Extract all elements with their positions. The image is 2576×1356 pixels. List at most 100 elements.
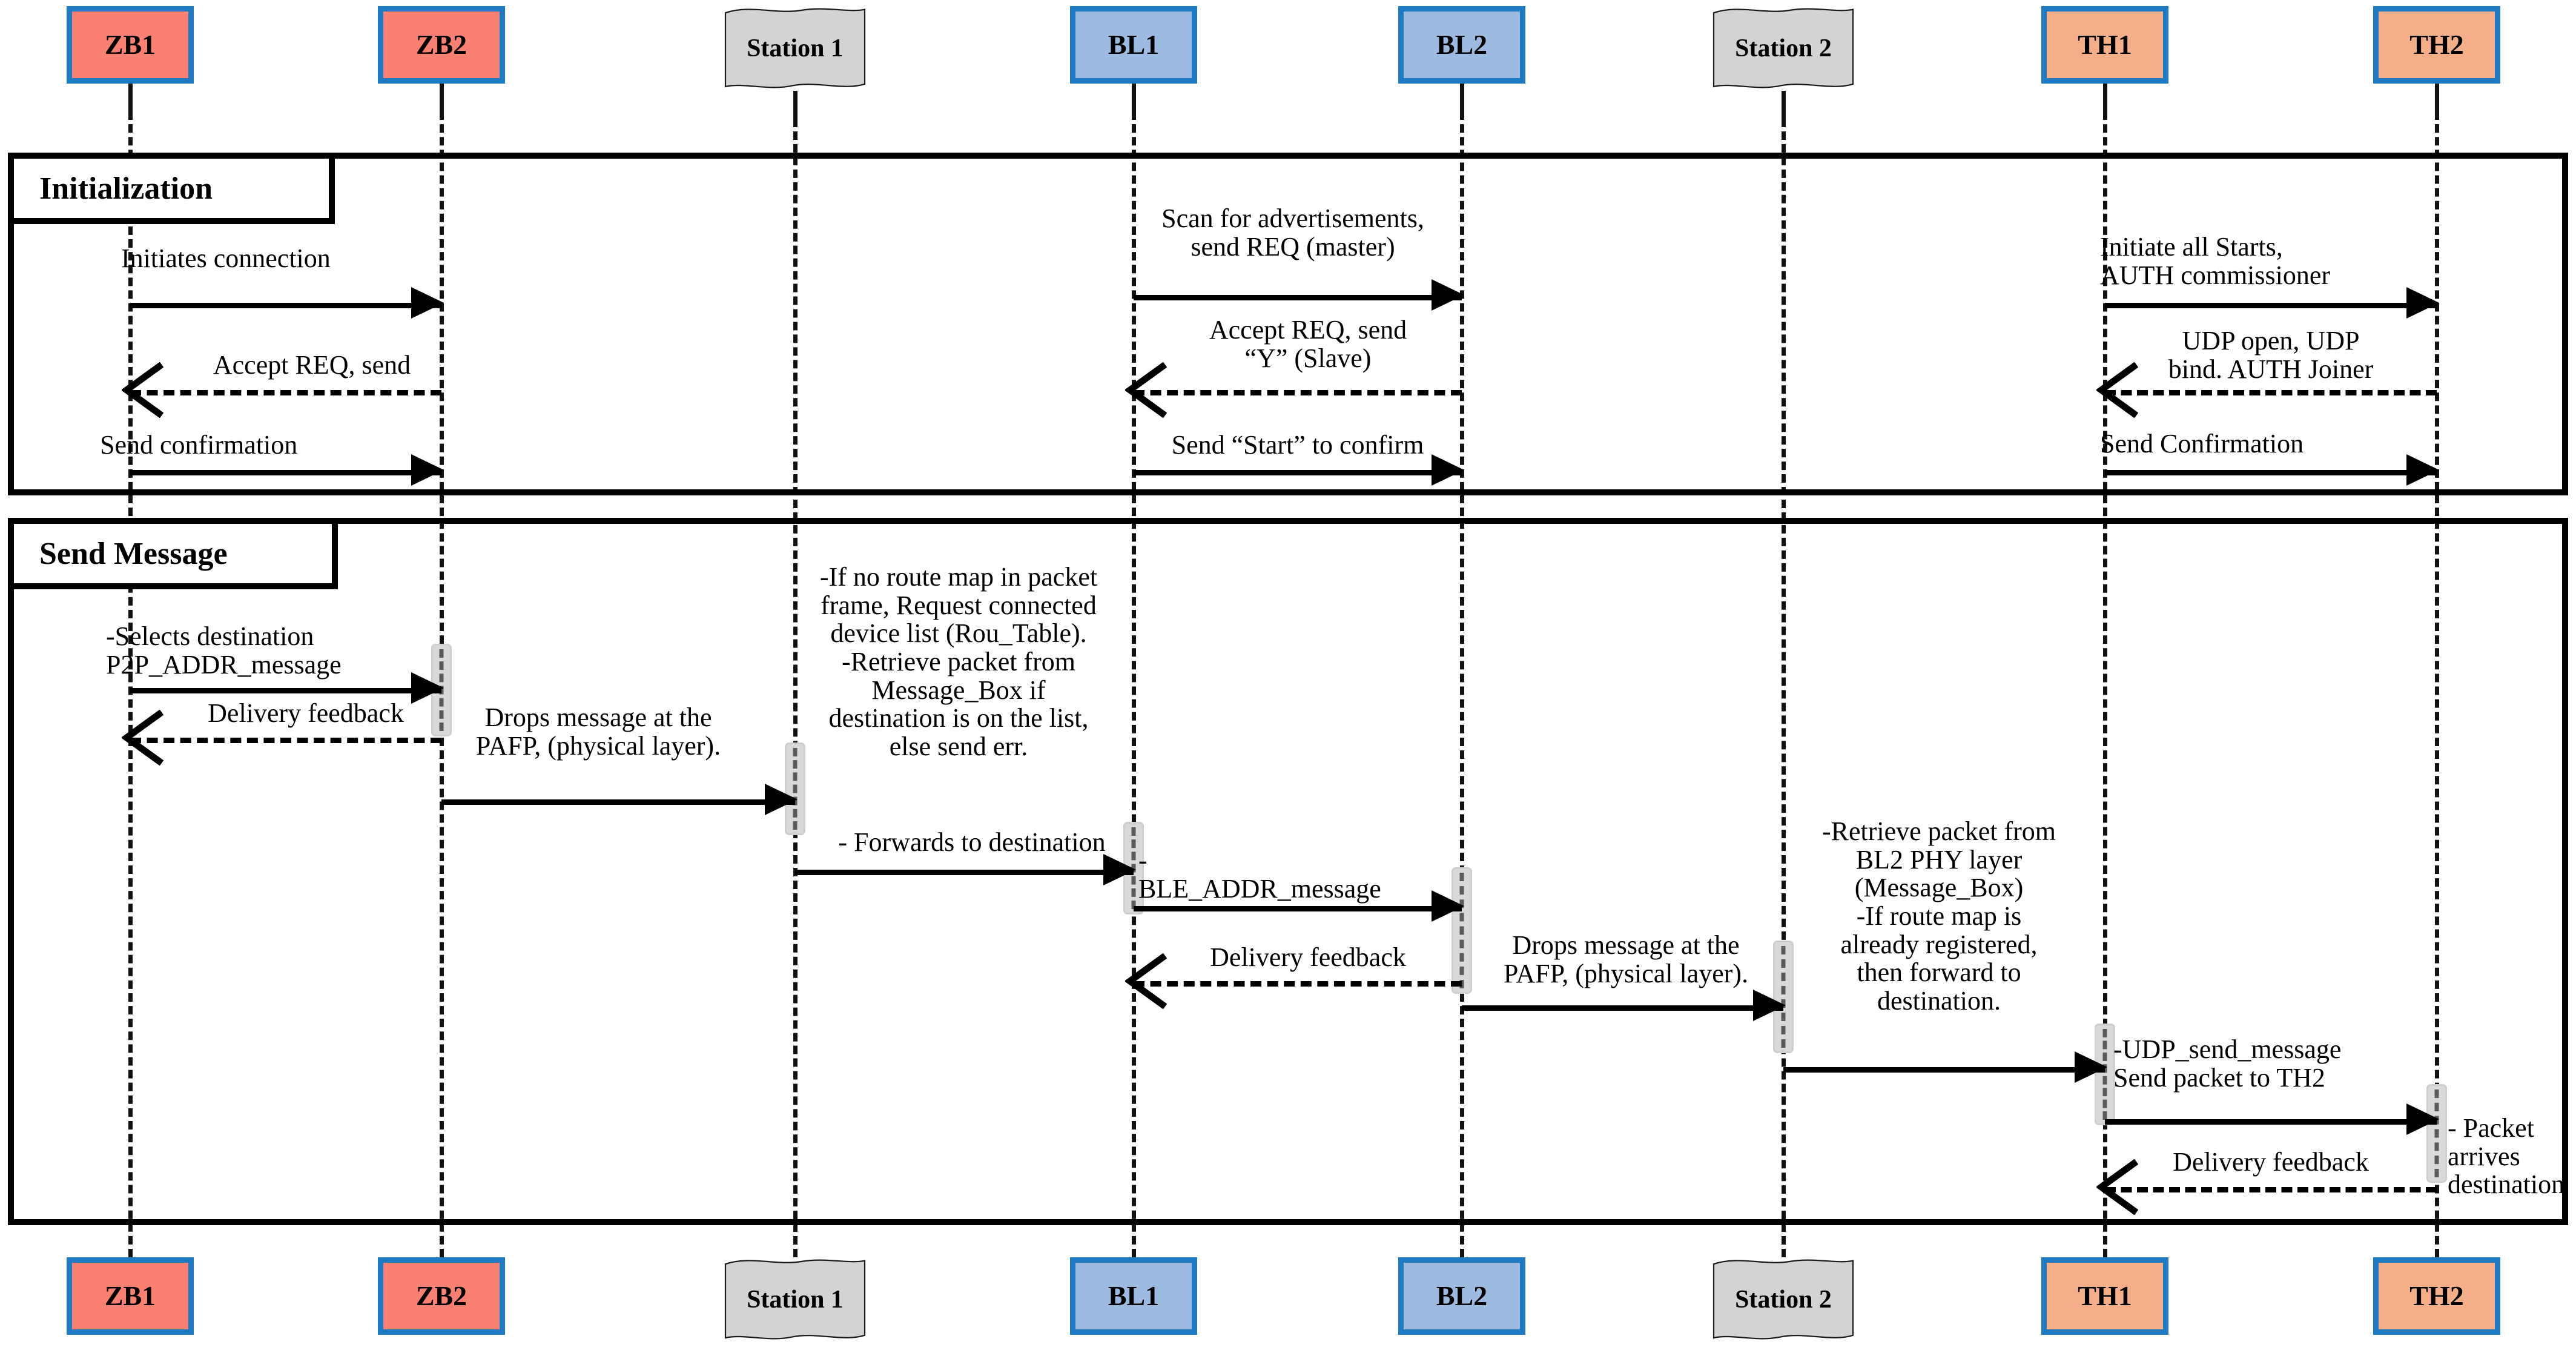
participant-station-2-footer: Station 2	[1708, 1257, 1859, 1342]
message-label-send-start-confirm: Send “Start” to confirm	[1171, 430, 1424, 460]
participant-label: ZB1	[104, 29, 156, 60]
participant-label: TH1	[2078, 29, 2132, 60]
message-line	[1134, 390, 1462, 395]
arrowhead	[2096, 1159, 2140, 1215]
participant-label: Station 1	[747, 1286, 844, 1314]
participant-th1-footer: TH1	[2041, 1257, 2168, 1335]
participant-bl2: BL2	[1398, 6, 1525, 84]
arrowhead	[2406, 1103, 2439, 1135]
message-label-initiates-connection: Initiates connection	[121, 243, 331, 273]
note-bl2-drops-message: Drops message at the PAFP, (physical lay…	[1503, 930, 1749, 988]
message-line	[130, 390, 441, 395]
message-label-forwards-to-destination: - Forwards to destination	[838, 827, 1106, 857]
participant-label: BL2	[1436, 1280, 1488, 1311]
lifeline-stub-zb2	[440, 84, 444, 111]
message-line	[130, 738, 441, 743]
participant-label: BL2	[1436, 29, 1488, 60]
message-line	[130, 470, 441, 475]
message-line	[441, 799, 795, 805]
lifeline-stub-zb1	[128, 84, 133, 111]
participant-label: TH2	[2409, 1280, 2464, 1311]
participant-label: TH1	[2078, 1280, 2132, 1311]
message-label-accept-req-send-zb: Accept REQ, send	[213, 350, 411, 380]
message-line	[2105, 390, 2437, 395]
arrowhead	[1432, 454, 1464, 486]
message-line	[1783, 1067, 2105, 1073]
participant-label: ZB1	[104, 1280, 156, 1311]
message-label-selects-destination: -Selects destination P2P_ADDR_message	[106, 621, 342, 680]
message-label-delivery-feedback-bl: Delivery feedback	[1210, 942, 1406, 972]
lifeline-stub-th2	[2435, 84, 2439, 111]
lifeline-st2	[1782, 119, 1786, 1257]
participant-label: ZB2	[415, 1280, 467, 1311]
participant-label: BL1	[1108, 1280, 1160, 1311]
message-line	[795, 870, 1134, 875]
note-th2-packet-arrives: - Packet arrives destination	[2448, 1113, 2565, 1200]
lifeline-bl1	[1132, 111, 1136, 1257]
message-line	[1134, 981, 1462, 987]
frame-init	[8, 153, 2568, 495]
arrowhead	[411, 454, 444, 486]
arrowhead	[1753, 990, 1786, 1021]
participant-th1: TH1	[2041, 6, 2168, 84]
lifeline-bl2	[1460, 111, 1464, 1257]
message-label-send-confirmation-zb: Send confirmation	[100, 430, 298, 460]
message-line	[2105, 303, 2437, 308]
participant-zb2-footer: ZB2	[378, 1257, 505, 1335]
participant-label: BL1	[1108, 29, 1160, 60]
participant-label: Station 2	[1735, 1286, 1832, 1314]
message-line	[1134, 906, 1462, 911]
arrowhead	[2406, 454, 2439, 486]
message-label-delivery-feedback-zb: Delivery feedback	[208, 698, 404, 728]
lifeline-th2	[2435, 111, 2439, 1257]
participant-zb1: ZB1	[67, 6, 194, 84]
arrowhead	[1432, 890, 1464, 922]
lifeline-stub-st2	[1782, 91, 1786, 119]
participant-station-2: Station 2	[1708, 6, 1859, 91]
participant-station-1: Station 1	[719, 6, 871, 91]
arrowhead	[411, 287, 444, 319]
message-line	[130, 688, 441, 693]
arrowhead	[1125, 362, 1169, 418]
frame-label-send: Send Message	[8, 518, 338, 589]
arrowhead	[411, 672, 444, 704]
message-label-udp-open-bind: UDP open, UDP bind. AUTH Joiner	[2168, 326, 2374, 384]
participant-label: TH2	[2409, 29, 2464, 60]
arrowhead	[2075, 1051, 2107, 1083]
participant-label: Station 2	[1735, 35, 1832, 62]
lifeline-stub-bl1	[1132, 84, 1136, 111]
arrowhead	[1103, 854, 1136, 885]
arrowhead	[765, 784, 798, 815]
message-line	[1134, 470, 1462, 475]
arrowhead	[1432, 279, 1464, 311]
message-line	[2105, 1119, 2437, 1125]
lifeline-st1	[793, 119, 798, 1257]
arrowhead	[2406, 287, 2439, 319]
participant-th2: TH2	[2373, 6, 2500, 84]
message-label-udp-send-message: -UDP_send_message Send packet to TH2	[2113, 1034, 2342, 1093]
frame-label-init: Initialization	[8, 153, 335, 224]
message-label-delivery-feedback-th: Delivery feedback	[2173, 1147, 2369, 1177]
participant-label: ZB2	[415, 29, 467, 60]
lifeline-zb1	[128, 111, 133, 1257]
lifeline-th1	[2103, 111, 2107, 1257]
message-label-ble-addr-message: - BLE_ADDR_message	[1138, 845, 1381, 904]
participant-zb1-footer: ZB1	[67, 1257, 194, 1335]
participant-station-1-footer: Station 1	[719, 1257, 871, 1342]
message-line	[2105, 470, 2437, 475]
participant-label: Station 1	[747, 35, 844, 62]
message-label-accept-req-send-bl: Accept REQ, send “Y” (Slave)	[1209, 315, 1407, 373]
message-line	[130, 303, 441, 308]
participant-bl1: BL1	[1070, 6, 1197, 84]
lifeline-stub-bl2	[1460, 84, 1464, 111]
participant-bl1-footer: BL1	[1070, 1257, 1197, 1335]
note-station1-routing: -If no route map in packet frame, Reques…	[819, 562, 1098, 761]
lifeline-stub-th1	[2103, 84, 2107, 111]
arrowhead	[122, 710, 165, 766]
arrowhead	[1125, 953, 1169, 1009]
message-line	[1462, 1005, 1783, 1011]
message-line	[1134, 295, 1462, 300]
message-label-send-confirmation-th: Send Confirmation	[2100, 429, 2304, 458]
frame-send	[8, 518, 2568, 1225]
participant-bl2-footer: BL2	[1398, 1257, 1525, 1335]
